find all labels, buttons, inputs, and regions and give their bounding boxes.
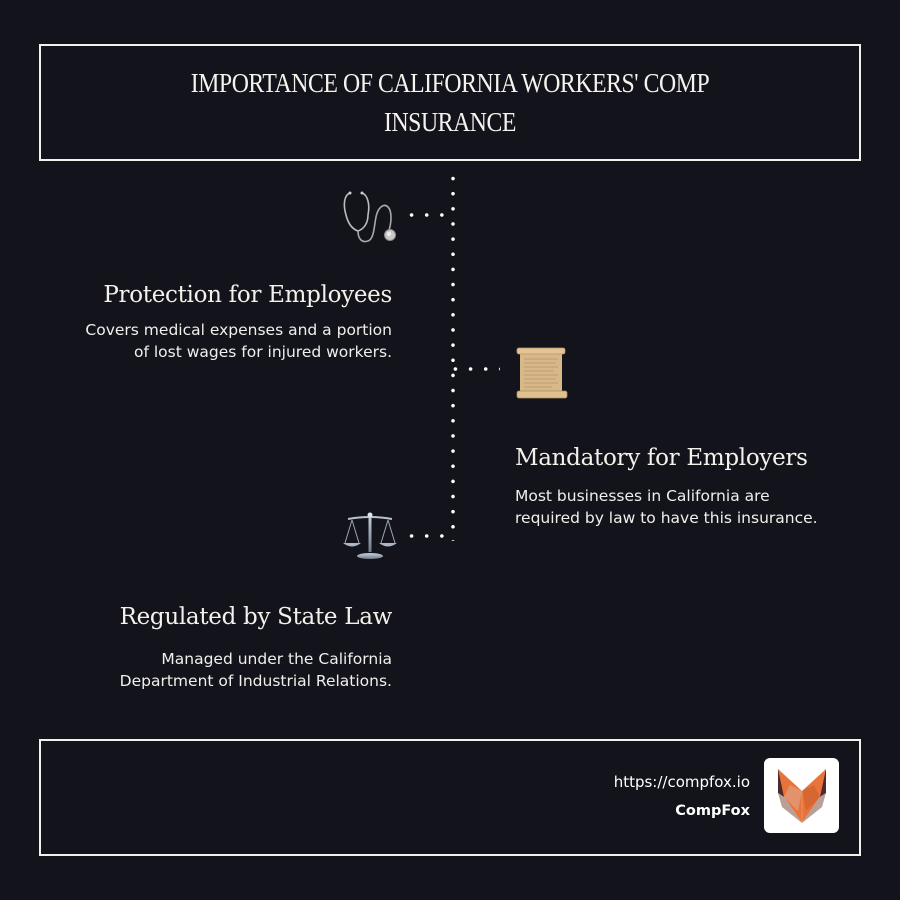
item-desc-protection-line2: of lost wages for injured workers.	[134, 343, 392, 361]
footer-brand-name: CompFox	[675, 803, 750, 819]
item-desc-regulated-line2: Department of Industrial Relations.	[119, 672, 392, 690]
item-desc-protection-line1: Covers medical expenses and a portion	[85, 321, 392, 339]
scales-of-justice-icon	[342, 510, 398, 562]
item-title-regulated: Regulated by State Law	[119, 604, 393, 630]
footer-box: https://compfox.io CompFox	[39, 739, 861, 856]
title-box: IMPORTANCE OF CALIFORNIA WORKERS' COMP I…	[39, 44, 861, 161]
connector-stethoscope	[404, 213, 452, 217]
scroll-icon	[514, 345, 568, 401]
item-desc-mandatory-line1: Most businesses in California are	[515, 487, 770, 505]
item-desc-mandatory-line2: required by law to have this insurance.	[515, 509, 818, 527]
timeline-dotted-line	[451, 171, 455, 541]
item-title-mandatory: Mandatory for Employers	[515, 445, 808, 471]
connector-scroll	[452, 367, 500, 371]
stethoscope-icon	[340, 189, 402, 245]
fox-logo-icon	[777, 768, 826, 823]
item-desc-regulated-line1: Managed under the California	[161, 650, 392, 668]
footer-url-link[interactable]: https://compfox.io	[613, 773, 750, 791]
logo-tile	[764, 758, 839, 833]
page-title: IMPORTANCE OF CALIFORNIA WORKERS' COMP I…	[190, 67, 710, 137]
item-title-protection: Protection for Employees	[103, 282, 392, 308]
connector-scales	[404, 534, 452, 538]
